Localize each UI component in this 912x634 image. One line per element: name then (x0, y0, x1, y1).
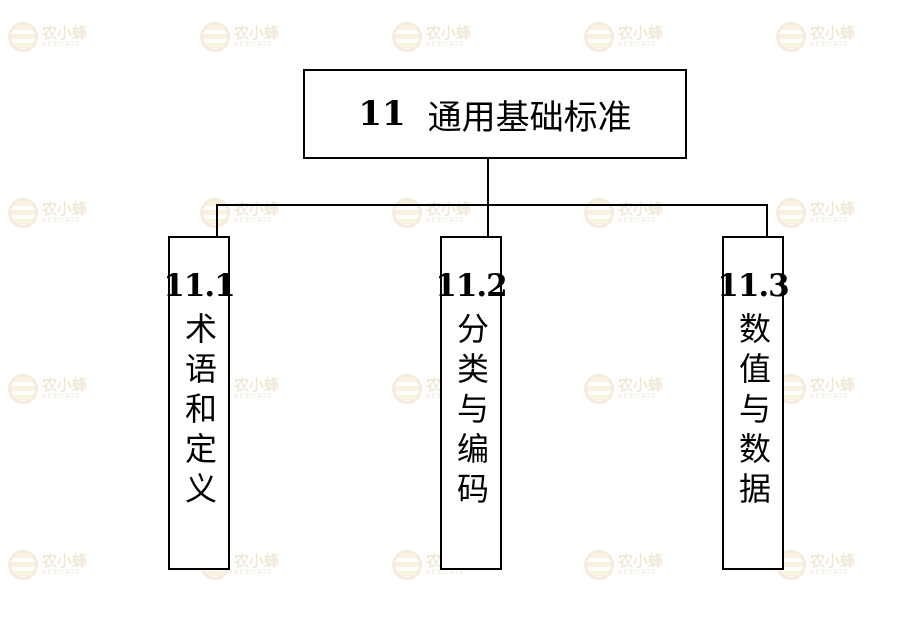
watermark-en-text: BEEDATA (42, 568, 81, 576)
watermark-en-text: BEEDATA (618, 40, 657, 48)
root-node-title: 通用基础标准 (427, 97, 632, 138)
bee-icon (776, 22, 806, 52)
watermark-en-text: BEEDATA (618, 392, 657, 400)
bee-icon (392, 374, 422, 404)
bee-icon (392, 22, 422, 52)
watermark-cn-text: 农小蜂 (810, 200, 856, 218)
bee-icon (8, 22, 38, 52)
watermark-en-text: BEEDATA (234, 40, 273, 48)
drop-line-3 (766, 204, 768, 237)
watermark-cn-text: 农小蜂 (42, 200, 88, 218)
watermark-cn-text: 农小蜂 (42, 24, 88, 42)
watermark-cn-text: 农小蜂 (810, 552, 856, 570)
child-node-box-3: 11.3 数值与数据 (717, 236, 790, 570)
watermark-en-text: BEEDATA (810, 568, 849, 576)
child-node-number: 11.1 (163, 268, 236, 304)
horizontal-bus-line (216, 204, 768, 206)
bee-icon (200, 22, 230, 52)
child-node-label: 分类与编码 (452, 312, 490, 512)
watermark-en-text: BEEDATA (42, 216, 81, 224)
watermark-cn-text: 农小蜂 (810, 24, 856, 42)
bee-icon (392, 198, 422, 228)
watermark-en-text: BEEDATA (426, 568, 465, 576)
bee-icon (200, 198, 230, 228)
watermark-cn-text: 农小蜂 (42, 376, 88, 394)
watermark-en-text: BEEDATA (618, 568, 657, 576)
watermark-cn-text: 农小蜂 (234, 376, 280, 394)
bee-icon (584, 550, 614, 580)
bee-icon (392, 550, 422, 580)
drop-line-1 (216, 204, 218, 237)
child-node-label: 数值与数据 (734, 312, 772, 512)
watermark-en-text: BEEDATA (42, 40, 81, 48)
bee-icon (584, 22, 614, 52)
watermark-en-text: BEEDATA (234, 216, 273, 224)
watermark-en-text: BEEDATA (234, 392, 273, 400)
watermark-en-text: BEEDATA (618, 216, 657, 224)
watermark-cn-text: 农小蜂 (618, 376, 664, 394)
root-node-box: 11 通用基础标准 (303, 69, 687, 159)
bee-icon (8, 374, 38, 404)
child-node-number: 11.2 (435, 268, 508, 304)
watermark-en-text: BEEDATA (42, 392, 81, 400)
bee-icon (8, 550, 38, 580)
watermark-cn-text: 农小蜂 (234, 24, 280, 42)
bee-icon (776, 198, 806, 228)
child-node-label: 术语和定义 (180, 312, 218, 512)
child-node-box-1: 11.1 术语和定义 (163, 236, 236, 570)
watermark-cn-text: 农小蜂 (810, 376, 856, 394)
watermark-cn-text: 农小蜂 (618, 552, 664, 570)
watermark-en-text: BEEDATA (810, 40, 849, 48)
watermark-en-text: BEEDATA (810, 216, 849, 224)
watermark-en-text: BEEDATA (426, 216, 465, 224)
watermark-cn-text: 农小蜂 (234, 552, 280, 570)
bee-icon (584, 374, 614, 404)
watermark-en-text: BEEDATA (810, 392, 849, 400)
watermark-en-text: BEEDATA (234, 568, 273, 576)
watermark-en-text: BEEDATA (426, 40, 465, 48)
bee-icon (8, 198, 38, 228)
root-node-number: 11 (358, 94, 406, 134)
bee-icon (584, 198, 614, 228)
watermark-cn-text: 农小蜂 (618, 24, 664, 42)
child-node-number: 11.3 (717, 268, 790, 304)
watermark-cn-text: 农小蜂 (42, 552, 88, 570)
watermark-cn-text: 农小蜂 (426, 24, 472, 42)
drop-line-2 (487, 204, 489, 237)
root-stem-line (487, 159, 489, 205)
child-node-box-2: 11.2 分类与编码 (435, 236, 508, 570)
